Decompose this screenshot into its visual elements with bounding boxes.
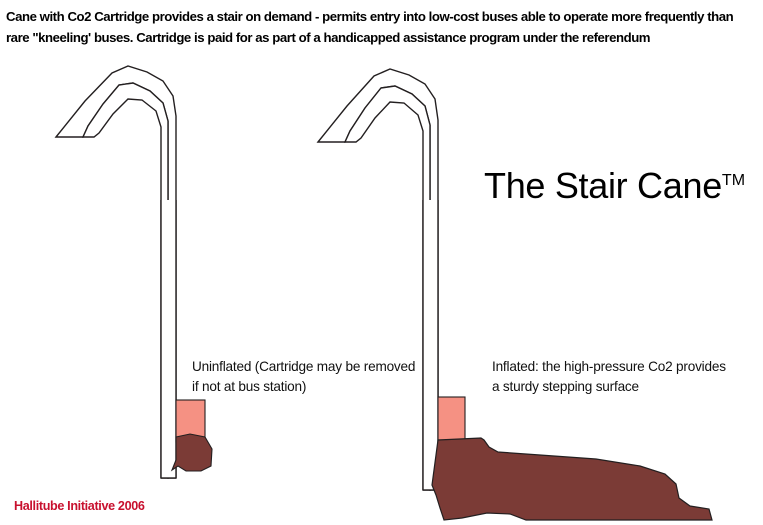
right-inflated-bladder [431,437,713,521]
left-cane-shaft [161,200,176,478]
left-cane-inner-hook [81,82,169,479]
footer-credit: Hallitube Initiative 2006 [14,499,145,513]
left-cane-figure [54,65,213,479]
inflated-annotation-line-2: a sturdy stepping surface [492,379,639,394]
header-caption-line-2: rare "kneeling' buses. Cartridge is paid… [6,30,651,45]
trademark-symbol: TM [721,172,746,189]
left-cane-outer-outline [54,65,177,479]
header-caption-line-1: Cane with Co2 Cartridge provides a stair… [6,9,734,24]
uninflated-annotation-line-1: Uninflated (Cartridge may be removed [192,359,416,374]
inflated-annotation: Inflated: the high-pressure Co2 provides… [492,357,726,397]
uninflated-annotation-line-2: if not at bus station) [192,379,307,394]
right-co2-cartridge [437,396,466,441]
right-cane-shaft [423,200,438,490]
right-cane-inner-hook [343,85,431,491]
inflated-annotation-line-1: Inflated: the high-pressure Co2 provides [492,359,726,374]
right-cane-outer-outline [316,68,439,491]
right-cane-figure [316,68,713,521]
product-title: The Stair CaneTM [484,165,745,207]
header-caption: Cane with Co2 Cartridge provides a stair… [6,6,758,48]
left-deflated-bladder [170,433,213,472]
uninflated-annotation: Uninflated (Cartridge may be removed if … [192,357,415,397]
product-title-text: The Stair Cane [484,165,722,206]
